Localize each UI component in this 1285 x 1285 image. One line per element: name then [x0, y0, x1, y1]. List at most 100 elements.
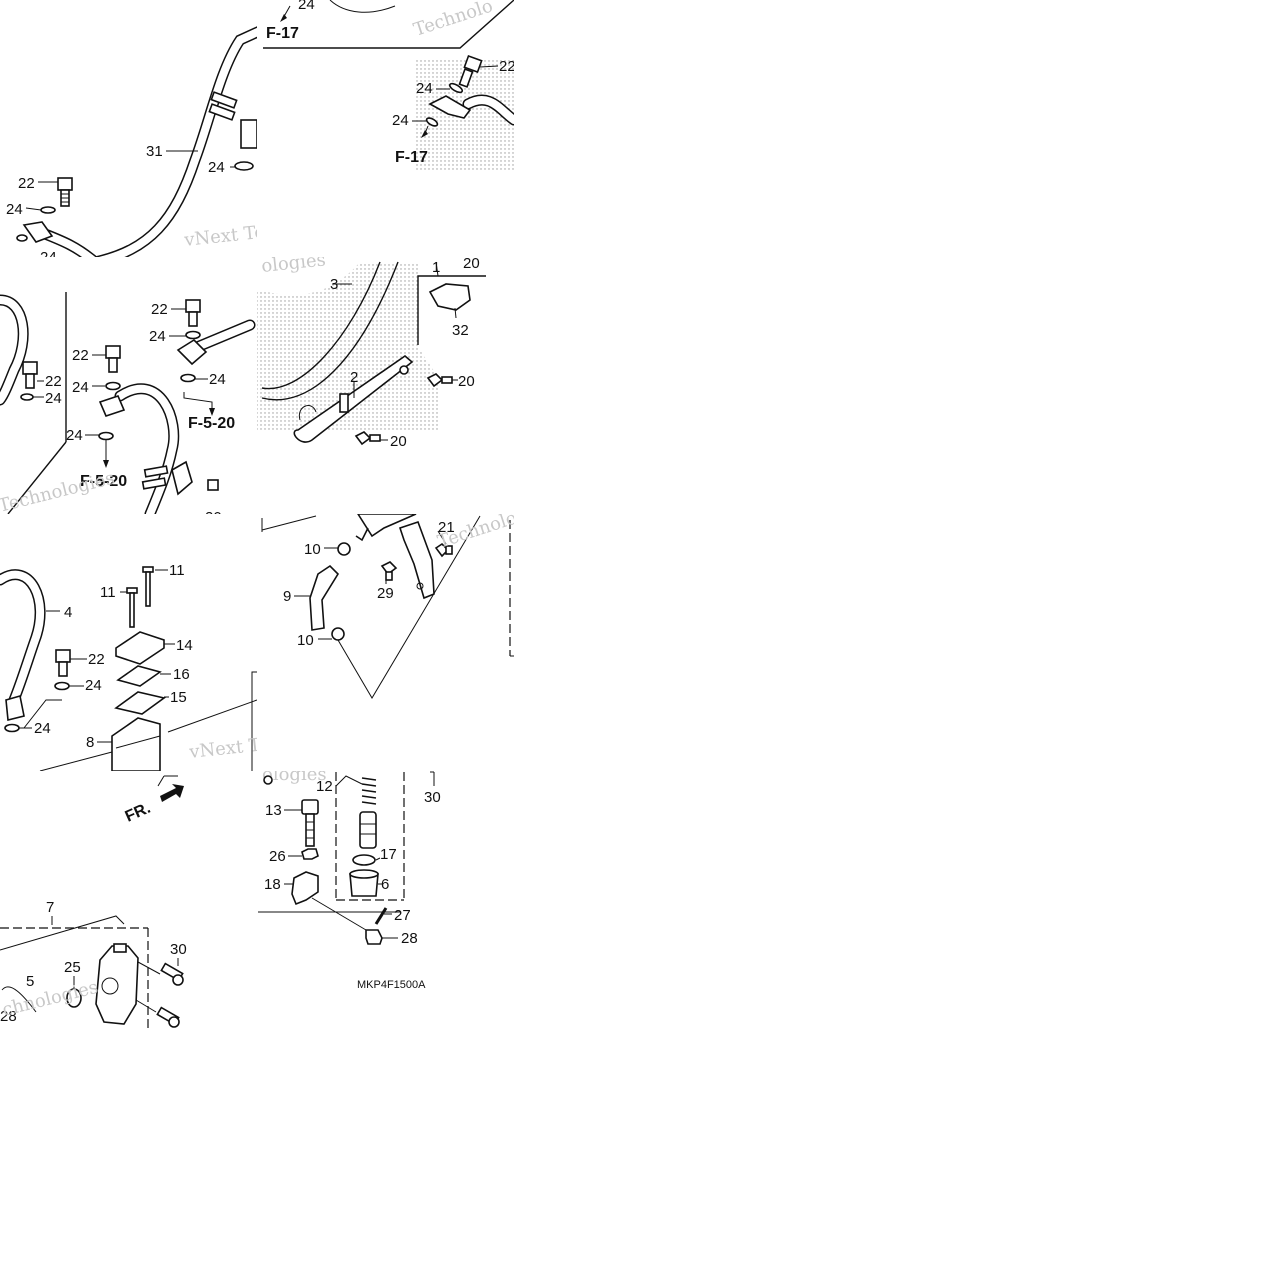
- reservoir-hose: [309, 564, 340, 631]
- part-label: 20: [458, 373, 475, 390]
- banjo-fitting: [176, 338, 208, 366]
- part-label: 20: [205, 509, 222, 526]
- piston-assembly: [359, 811, 377, 849]
- part-label: 24: [208, 159, 225, 176]
- sealing-washer: [448, 82, 464, 94]
- sealing-washer: [234, 161, 254, 171]
- watermark: ologies: [262, 764, 327, 785]
- diaphragm-plate: [116, 665, 162, 687]
- clevis-pin-clip: [365, 929, 383, 945]
- return-spring: [361, 777, 377, 805]
- hose-clip: [337, 542, 351, 556]
- reservoir-diaphragm: [114, 691, 166, 715]
- hose-clamp: [428, 283, 471, 311]
- caliper-bolt: [160, 962, 184, 986]
- part-label: 24: [416, 80, 433, 97]
- reservoir-cap: [115, 631, 165, 665]
- part-label: 24: [298, 0, 315, 13]
- sealing-washer: [4, 723, 20, 733]
- snap-ring: [352, 854, 376, 866]
- sealing-washer: [425, 117, 439, 127]
- part-label: 11: [169, 562, 185, 579]
- sealing-washer: [98, 431, 114, 441]
- part-label: 15: [170, 689, 187, 706]
- watermark: vNext Te: [187, 734, 271, 763]
- bracket-bolt: [354, 431, 381, 446]
- part-label: 22: [499, 58, 516, 75]
- ref-label: F-5-20: [80, 473, 127, 490]
- banjo-fitting: [98, 395, 126, 417]
- part-label: 20: [463, 255, 480, 272]
- part-label: 27: [394, 907, 411, 924]
- banjo-bolt: [185, 299, 201, 327]
- bracket-bolt: [380, 561, 398, 581]
- hose-grommet: [141, 477, 167, 490]
- part-label: 24: [85, 677, 102, 694]
- watermark: vNext Technologies: [182, 211, 363, 251]
- part-label: 16: [173, 666, 190, 683]
- part-label: 18: [264, 876, 281, 893]
- caliper-bolt: [156, 1006, 180, 1028]
- sealing-washer: [180, 373, 196, 383]
- banjo-bolt: [22, 361, 38, 389]
- cap-screw: [142, 566, 154, 607]
- ref-label: F-17: [395, 149, 428, 166]
- watermark: Technolo: [435, 507, 519, 552]
- diagram-code: MKP4F1500A: [357, 979, 426, 991]
- part-label: 24: [45, 390, 62, 407]
- part-label: 22: [45, 373, 62, 390]
- banjo-bolt: [105, 345, 121, 373]
- sealing-washer: [185, 330, 201, 340]
- sealing-washer: [40, 206, 56, 214]
- part-label: 24: [34, 720, 51, 737]
- tile-2: 24 F-17 22 24 24 F-17 Technolo: [263, 0, 516, 170]
- part-label: 22: [88, 651, 105, 668]
- part-label: 22: [18, 175, 35, 192]
- sealing-washer: [20, 393, 34, 401]
- part-label: 24: [72, 379, 89, 396]
- hose-bracket: [293, 354, 414, 443]
- part-label: 24: [66, 427, 83, 444]
- pushrod-bolt: [301, 799, 319, 847]
- pushrod-joint: [291, 871, 319, 906]
- tile-4: 3 1 20 32 2 20 20 ologies: [257, 255, 486, 450]
- lock-nut: [301, 848, 319, 860]
- part-label: 3: [330, 276, 338, 293]
- part-label: 24: [209, 371, 226, 388]
- banjo-fitting: [5, 694, 25, 722]
- part-label: 32: [452, 322, 469, 339]
- part-label: 17: [380, 846, 397, 863]
- cap-screw: [126, 587, 138, 628]
- sealing-washer: [16, 234, 28, 242]
- part-label: 20: [390, 433, 407, 450]
- part-label: 9: [283, 588, 291, 605]
- part-label: 7: [46, 899, 54, 916]
- hose-grommet: [143, 465, 169, 478]
- part-label: 31: [146, 143, 163, 160]
- part-label: 28: [0, 1008, 17, 1025]
- watermark: Technologies: [0, 468, 117, 517]
- banjo-fitting: [240, 119, 257, 149]
- tile-8: ologies 30 12 1: [258, 764, 441, 991]
- front-arrow: FR.: [123, 784, 184, 826]
- tile-6: 10 9 10 21 29 Technolo: [261, 507, 519, 699]
- part-label: 5: [26, 973, 34, 990]
- o-ring: [66, 988, 82, 1008]
- part-label: 30: [170, 941, 187, 958]
- part-label: 21: [438, 519, 455, 536]
- watermark: chnologies: [0, 977, 100, 1021]
- tile-5: 4 11 11 14 16 15 22 2: [0, 562, 271, 771]
- part-label: 24: [392, 112, 409, 129]
- sealing-washer: [105, 381, 121, 391]
- banjo-bolt: [57, 177, 73, 207]
- part-label: 10: [304, 541, 321, 558]
- part-label: 24: [40, 249, 57, 266]
- hose-grommet: [208, 103, 236, 121]
- hose-grommet: [210, 91, 238, 109]
- bracket-bolt: [434, 542, 453, 558]
- part-label: 12: [316, 778, 333, 795]
- part-label: 28: [401, 930, 418, 947]
- part-label: 13: [265, 802, 282, 819]
- part-label: 1: [432, 259, 440, 276]
